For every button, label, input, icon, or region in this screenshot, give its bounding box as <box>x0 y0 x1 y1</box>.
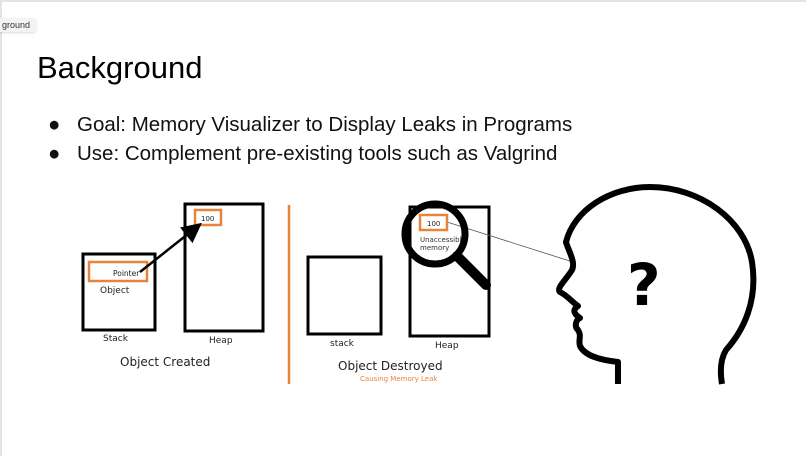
slide-title: Background <box>37 50 203 85</box>
heap-label-right: Heap <box>435 341 459 351</box>
bullet-list: ● Goal: Memory Visualizer to Display Leak… <box>48 113 572 171</box>
memory-label: memory <box>420 244 449 252</box>
pointer-label: Pointer <box>113 269 140 278</box>
slide-tab[interactable]: ground <box>0 18 37 32</box>
stack-box-empty <box>306 255 383 336</box>
bullet-dot: ● <box>48 142 61 165</box>
pointer-box <box>87 260 149 283</box>
magnifier-icon <box>401 200 491 290</box>
bullet-item: ● Goal: Memory Visualizer to Display Leak… <box>48 113 572 142</box>
stack-label: Stack <box>103 334 129 344</box>
bullet-text: Use: Complement pre-existing tools such … <box>77 142 558 165</box>
leaked-value: 100 <box>427 220 440 228</box>
question-mark: ? <box>627 251 661 319</box>
bullet-dot: ● <box>48 113 61 136</box>
unaccessible-label: Unaccessible <box>420 236 466 244</box>
leak-subcaption: Causing Memory Leak <box>360 375 438 383</box>
stack-box <box>81 252 157 332</box>
stack-label-right: stack <box>330 339 355 349</box>
heap-box <box>183 202 265 333</box>
bullet-item: ● Use: Complement pre-existing tools such… <box>48 142 572 171</box>
value-label: 100 <box>201 215 214 223</box>
heap-label: Heap <box>209 336 233 346</box>
object-label: Object <box>100 286 130 296</box>
pointer-arrow <box>139 222 202 273</box>
head-outline <box>556 184 757 385</box>
leaked-value-box <box>418 213 449 232</box>
gaze-line <box>446 221 577 264</box>
value-box <box>193 208 223 227</box>
bullet-text: Goal: Memory Visualizer to Display Leaks… <box>77 113 573 136</box>
magnifier-handle <box>452 251 491 290</box>
caption-destroyed: Object Destroyed <box>338 359 443 373</box>
thinking-head-icon: ? <box>556 184 757 385</box>
magnifier-lens <box>401 200 469 268</box>
caption-created: Object Created <box>120 355 210 369</box>
